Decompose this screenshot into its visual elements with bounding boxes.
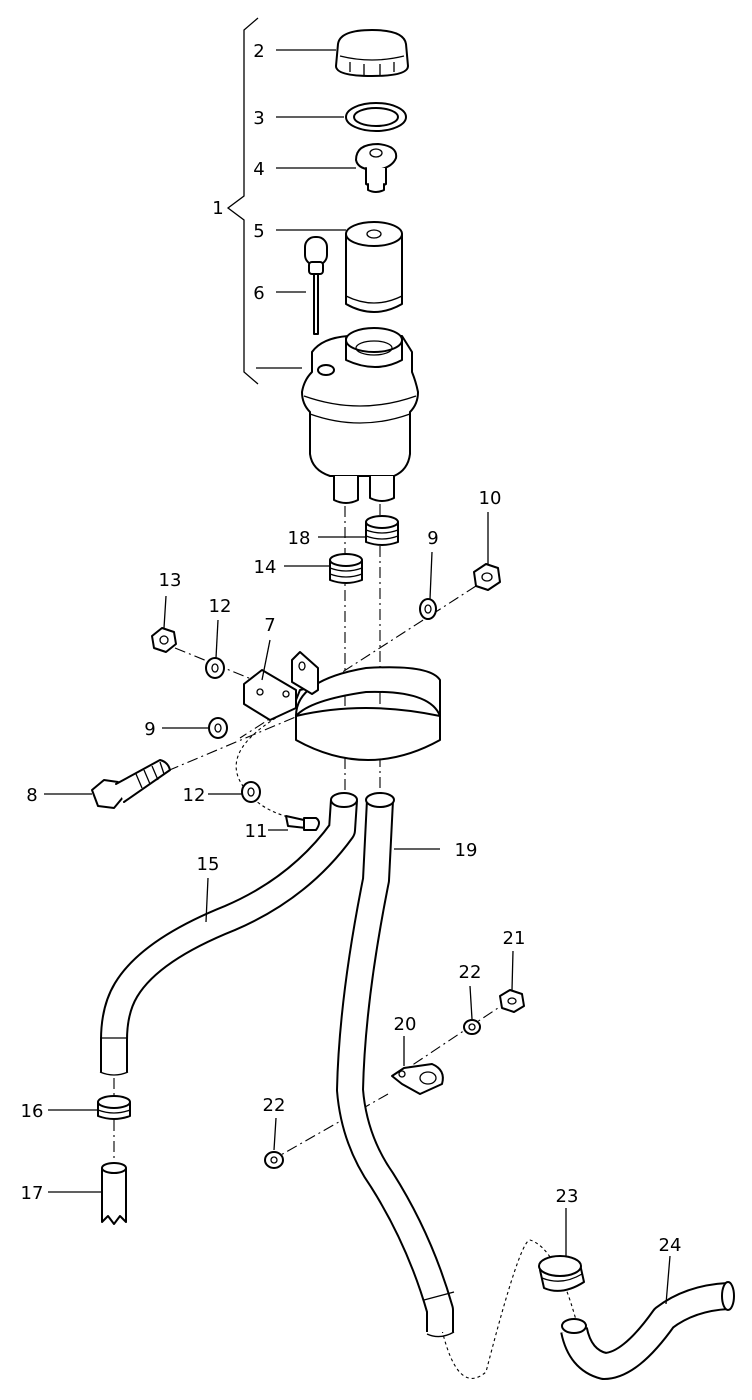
callout-6: 6 xyxy=(253,283,264,304)
callout-9-left: 9 xyxy=(144,719,155,740)
callout-14: 14 xyxy=(254,557,277,578)
hose-clamp-18 xyxy=(365,515,399,546)
leader-lines xyxy=(44,49,671,1305)
hose-15 xyxy=(99,792,358,1076)
valve-insert xyxy=(355,143,398,193)
centerline-4 xyxy=(109,715,299,796)
reservoir-body xyxy=(301,327,419,504)
dotted-path-1 xyxy=(235,711,293,819)
callout-7: 7 xyxy=(264,615,275,636)
callout-20: 20 xyxy=(394,1014,417,1035)
callout-17: 17 xyxy=(21,1183,44,1204)
filter-element xyxy=(345,221,403,313)
callout-4: 4 xyxy=(253,159,264,180)
callout-16: 16 xyxy=(21,1101,44,1122)
screw-11 xyxy=(285,815,320,831)
callout-24: 24 xyxy=(659,1235,682,1256)
hose-clip-20 xyxy=(391,1063,444,1095)
callout-19: 19 xyxy=(455,840,478,861)
washer-22-upper xyxy=(463,1019,481,1035)
bolt-8 xyxy=(91,759,171,809)
washer-12-top xyxy=(205,657,225,679)
callout-12-top: 12 xyxy=(209,596,232,617)
callout-8: 8 xyxy=(26,785,37,806)
callout-5: 5 xyxy=(253,221,264,242)
callout-13: 13 xyxy=(159,570,182,591)
washer-22-lower xyxy=(264,1151,284,1169)
callout-3: 3 xyxy=(253,108,264,129)
nut-21 xyxy=(499,989,525,1013)
dipstick xyxy=(304,236,328,335)
mounting-bracket xyxy=(243,651,441,761)
seal-ring xyxy=(345,102,407,132)
hose-19 xyxy=(336,792,455,1338)
hose-clamp-16 xyxy=(97,1095,131,1120)
hose-24 xyxy=(560,1281,735,1380)
callout-18: 18 xyxy=(288,528,311,549)
pipe-17 xyxy=(101,1162,127,1225)
washer-9-top xyxy=(419,598,437,620)
callout-1: 1 xyxy=(212,198,223,219)
hose-clamp-14 xyxy=(329,553,363,584)
callout-21: 21 xyxy=(503,928,526,949)
callout-10: 10 xyxy=(479,488,502,509)
centerline-8 xyxy=(271,1093,389,1161)
reservoir-cap xyxy=(335,29,409,77)
callout-22-lower: 22 xyxy=(263,1095,286,1116)
callout-11: 11 xyxy=(245,821,268,842)
assembly-bracket xyxy=(226,17,259,385)
callout-22-upper: 22 xyxy=(459,962,482,983)
callout-23: 23 xyxy=(556,1186,579,1207)
callout-9-top: 9 xyxy=(427,528,438,549)
hose-clamp-23 xyxy=(538,1255,585,1292)
washer-9-left xyxy=(208,717,228,739)
callout-2: 2 xyxy=(253,41,264,62)
centerline-7 xyxy=(401,999,511,1073)
washer-12-lower xyxy=(241,781,261,803)
callout-15: 15 xyxy=(197,854,220,875)
nut-10 xyxy=(473,563,501,591)
nut-13 xyxy=(151,627,177,653)
callout-labels: 1 2 3 4 5 6 7 8 9 9 10 11 12 12 13 14 15… xyxy=(21,41,682,1256)
callout-12-lower: 12 xyxy=(183,785,206,806)
